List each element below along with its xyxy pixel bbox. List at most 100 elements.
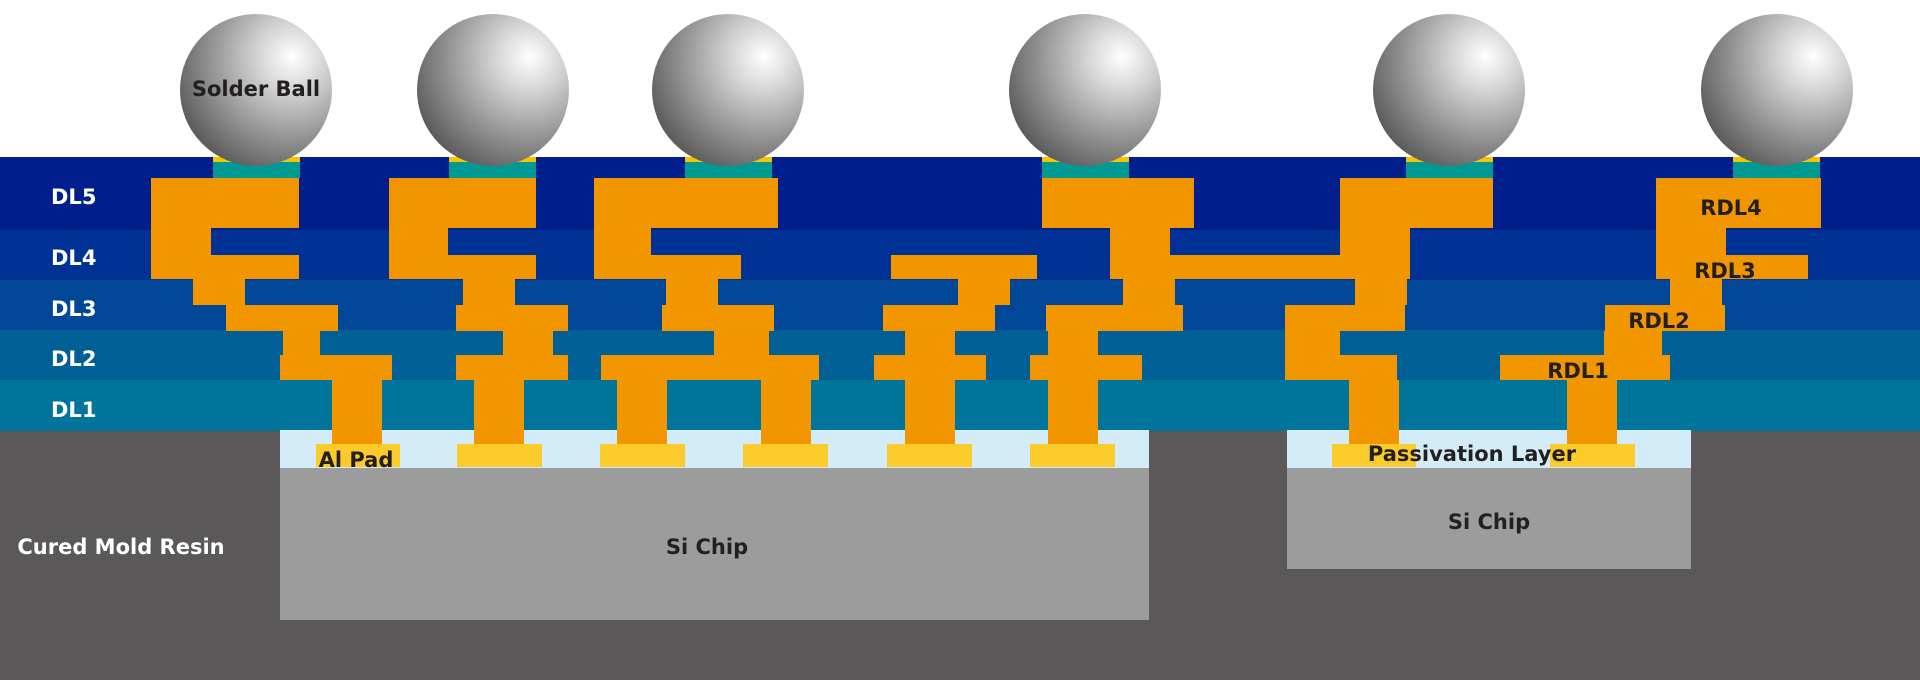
- col4-rdl3: [891, 255, 1037, 279]
- col3-rdl3-via: [666, 279, 718, 305]
- col3-rdl1-via-a: [617, 380, 667, 444]
- rdl3-label: RDL3: [1694, 259, 1756, 283]
- col7-rdl4-via: [1656, 228, 1726, 255]
- col1-rdl3: [151, 255, 299, 279]
- col3-rdl4-via: [594, 228, 651, 255]
- col1-rdl3-via: [193, 279, 245, 305]
- col4-rdl1: [874, 355, 986, 380]
- col3-rdl1-b: [707, 355, 819, 380]
- ubm-teal-2: [449, 162, 536, 178]
- col6-rdl4-via: [1340, 228, 1410, 255]
- col6-rdl1-via: [1349, 380, 1399, 444]
- al-pad-4: [743, 444, 828, 467]
- col3-rdl1-via-b: [761, 380, 811, 444]
- col3-rdl2: [662, 305, 774, 331]
- solder-ball-5: [1373, 14, 1525, 166]
- solder-ball-label: Solder Ball: [192, 77, 320, 101]
- col7-rdl1: [1500, 355, 1670, 380]
- col5-rdl1-via: [1048, 380, 1098, 444]
- col4-rdl1-via: [905, 380, 955, 444]
- col3-rdl4-pad: [594, 178, 778, 228]
- solder-balls: [180, 14, 1853, 166]
- col7-rdl3: [1656, 255, 1808, 279]
- col1-rdl1-via: [332, 380, 382, 444]
- rdl2-label: RDL2: [1628, 309, 1690, 333]
- copper-traces: [151, 178, 1821, 444]
- col2-rdl1-via: [474, 380, 524, 444]
- passivation-label: Passivation Layer: [1368, 442, 1577, 466]
- col2-rdl2: [456, 305, 568, 331]
- col2-rdl3: [389, 255, 536, 279]
- rdl1-label: RDL1: [1547, 359, 1609, 383]
- col4-rdl2-via: [905, 331, 955, 357]
- labels: Solder Ball DL5 DL4 DL3 DL2 DL1 RDL4 RDL…: [17, 77, 1761, 559]
- si-chip-right-label: Si Chip: [1448, 510, 1530, 534]
- col7-rdl2: [1605, 305, 1725, 331]
- mold-resin-label: Cured Mold Resin: [17, 535, 224, 559]
- si-chip-left-label: Si Chip: [666, 535, 748, 559]
- col7-rdl4-pad: [1656, 178, 1821, 228]
- col3-rdl1-a: [601, 355, 713, 380]
- ubm-teal-4: [1042, 162, 1129, 178]
- col5-rdl4-pad: [1042, 178, 1194, 228]
- rdl4-label: RDL4: [1700, 196, 1762, 220]
- solder-ball-2: [417, 14, 569, 166]
- solder-ball-6: [1701, 14, 1853, 166]
- col6-rdl2: [1285, 305, 1405, 331]
- col4-rdl2: [883, 305, 995, 331]
- col7-rdl1-via: [1567, 380, 1617, 444]
- al-pad-5: [887, 444, 972, 467]
- al-pad-label: Al Pad: [319, 448, 394, 472]
- ubm-teal-5: [1406, 162, 1493, 178]
- col4-rdl3-via: [958, 279, 1010, 305]
- col1-rdl4-via: [151, 228, 211, 255]
- dl1-label: DL1: [51, 398, 96, 422]
- si-chip-right: [1287, 467, 1691, 569]
- al-pad-3: [600, 444, 685, 467]
- col6-rdl1: [1285, 355, 1397, 380]
- ubm-teal-6: [1733, 162, 1820, 178]
- col1-rdl2: [226, 305, 338, 331]
- solder-ball-1: [180, 14, 332, 166]
- col1-rdl4-pad: [151, 178, 299, 228]
- solder-ball-3: [652, 14, 804, 166]
- si-chip-left: [280, 467, 1149, 620]
- col5-rdl2-via: [1048, 331, 1098, 357]
- col3-rdl2-via-a: [714, 331, 769, 357]
- al-pad-1: [316, 444, 400, 467]
- dl2-label: DL2: [51, 347, 96, 371]
- col1-rdl2-via: [283, 331, 320, 357]
- col2-rdl3-via: [463, 279, 515, 305]
- dl5-label: DL5: [51, 185, 96, 209]
- col2-rdl4-pad: [389, 178, 536, 228]
- al-pad-7: [1332, 444, 1416, 467]
- col2-rdl4-via: [389, 228, 448, 255]
- al-pad-8: [1550, 444, 1635, 467]
- passivation-left: [280, 430, 1149, 468]
- col6-rdl3-bridge: [1170, 255, 1410, 279]
- al-pad-2: [457, 444, 542, 467]
- dl4-label: DL4: [51, 246, 96, 270]
- col1-rdl1: [280, 355, 392, 380]
- dl1-layer: [0, 380, 1920, 431]
- ubm-teal-1: [213, 162, 300, 178]
- dl5-layer: [0, 157, 1920, 231]
- al-pad-6: [1030, 444, 1115, 467]
- col5-rdl1: [1030, 355, 1142, 380]
- col3-rdl3: [594, 255, 741, 279]
- col6-rdl2-via: [1285, 331, 1340, 357]
- col2-rdl1: [456, 355, 568, 380]
- col5-rdl2: [1046, 305, 1183, 331]
- col6-rdl4-pad: [1340, 178, 1493, 228]
- col6-rdl3-via: [1355, 279, 1407, 305]
- dl3-label: DL3: [51, 297, 96, 321]
- col7-rdl2-via: [1604, 331, 1662, 357]
- ubm-teal-3: [685, 162, 772, 178]
- col5-rdl3-via: [1123, 279, 1175, 305]
- solder-ball-4: [1009, 14, 1161, 166]
- col7-rdl3-via: [1670, 279, 1722, 305]
- col2-rdl2-via: [503, 331, 553, 357]
- col5-rdl4-via: [1110, 228, 1170, 255]
